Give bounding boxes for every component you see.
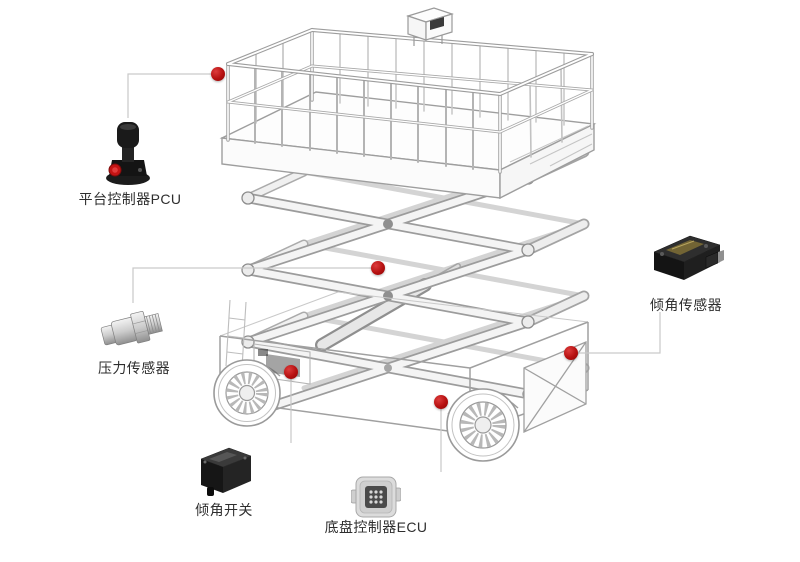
callout-line-pcu xyxy=(127,73,218,118)
label-pressure-sensor: 压力传感器 xyxy=(98,360,170,376)
tilt-sensor-icon xyxy=(653,235,724,280)
marker-tilt-switch xyxy=(284,365,298,379)
label-tilt-switch: 倾角开关 xyxy=(195,502,253,518)
right-wheel xyxy=(446,388,520,462)
tilt-switch-icon xyxy=(200,447,252,496)
left-wheel xyxy=(213,359,281,427)
guardrail xyxy=(226,28,594,174)
ecu-module-icon xyxy=(351,476,401,518)
rail-control-box xyxy=(406,7,454,46)
pressure-sensor-icon xyxy=(100,311,163,346)
marker-chassis-ecu xyxy=(434,395,448,409)
label-chassis-ecu: 底盘控制器ECU xyxy=(324,519,428,535)
callout-line-pressure xyxy=(132,267,378,303)
chassis-ladder xyxy=(225,299,247,369)
label-platform-pcu: 平台控制器PCU xyxy=(78,191,182,207)
joystick-controller-icon xyxy=(106,122,150,185)
label-tilt-sensor: 倾角传感器 xyxy=(650,297,722,313)
marker-pressure-sensor xyxy=(371,261,385,275)
callout-line-tilt-sensor xyxy=(571,312,661,354)
marker-platform-pcu xyxy=(211,67,225,81)
marker-tilt-sensor xyxy=(564,346,578,360)
